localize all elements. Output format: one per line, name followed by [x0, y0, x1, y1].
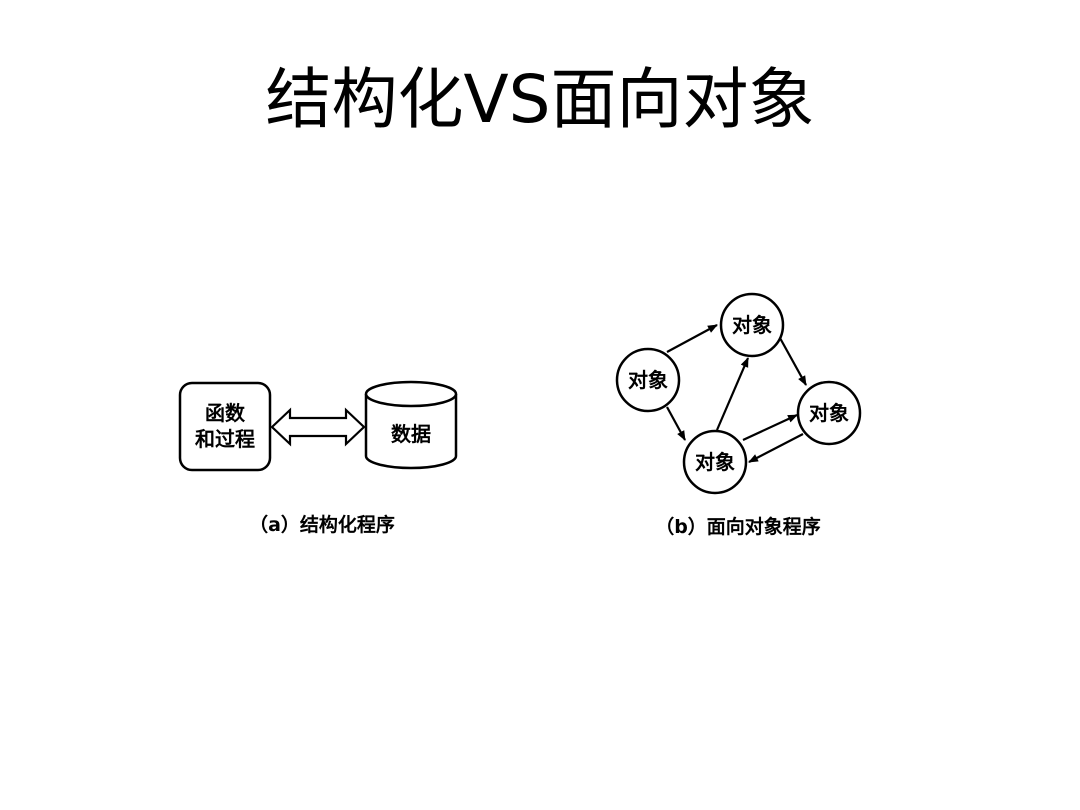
object-node-bottom-label: 对象	[695, 450, 735, 474]
edge-left-to-top	[666, 324, 718, 353]
edge-right-to-bottom	[748, 433, 804, 463]
edge-left-to-bottom	[666, 406, 686, 441]
object-oriented-diagram: 对象 对象 对象 对象 （b）面向对象程序	[615, 292, 862, 538]
edge-bottom-to-right	[742, 414, 798, 441]
function-box-line2: 和过程	[195, 427, 255, 451]
function-procedure-box: 函数 和过程	[178, 381, 272, 472]
object-node-right: 对象	[796, 380, 862, 446]
object-node-left: 对象	[615, 347, 681, 413]
edge-top-to-right	[779, 337, 807, 386]
object-node-top-label: 对象	[732, 313, 772, 337]
structured-program-diagram: 函数 和过程 数据 （a）结构化程序	[178, 380, 458, 536]
function-box-line1: 函数	[205, 401, 246, 425]
object-node-right-label: 对象	[809, 401, 849, 425]
data-store-cylinder: 数据	[364, 380, 458, 470]
object-node-left-label: 对象	[628, 368, 668, 392]
slide-title: 结构化VS面向对象	[265, 61, 815, 138]
bidirectional-arrow	[270, 407, 366, 447]
caption-structured: （a）结构化程序	[249, 513, 395, 536]
object-node-bottom: 对象	[682, 429, 748, 495]
object-node-top: 对象	[719, 292, 785, 358]
data-store-label: 数据	[391, 422, 431, 446]
caption-object-oriented: （b）面向对象程序	[655, 515, 821, 538]
edge-bottom-to-top	[715, 357, 750, 431]
